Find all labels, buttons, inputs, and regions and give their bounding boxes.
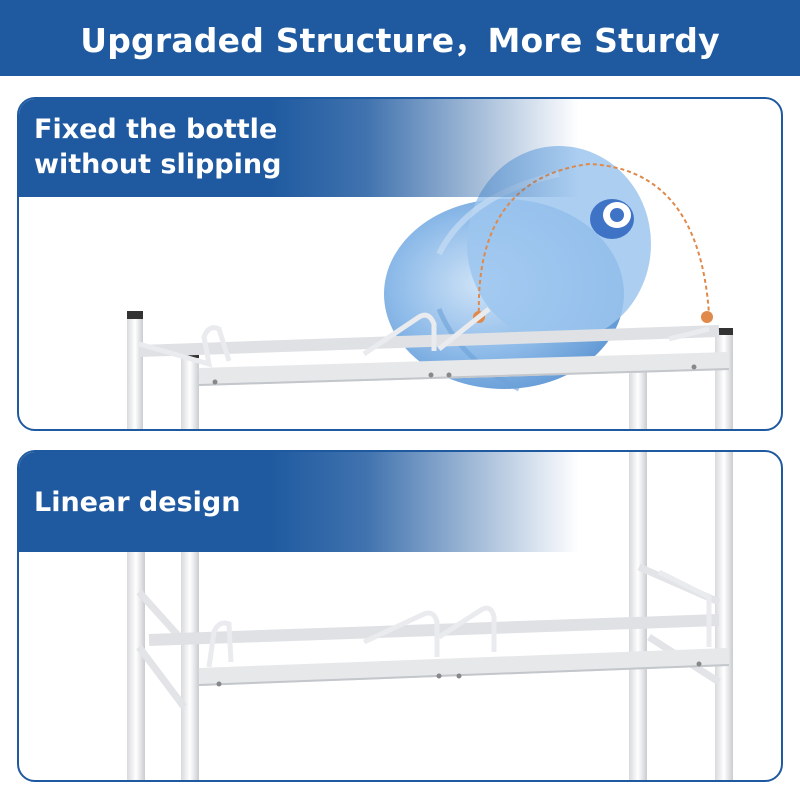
- feature-panel-linear-design: Linear design: [17, 450, 783, 782]
- panel-caption: Linear design: [34, 487, 241, 518]
- feature-panel-fixed-bottle: Fixed the bottle without slipping: [17, 97, 783, 431]
- rack-frame-icon: [127, 307, 733, 429]
- panel-caption: Fixed the bottle without slipping: [34, 114, 282, 180]
- page-title: Upgraded Structure，More Sturdy: [80, 21, 720, 60]
- header-banner: Upgraded Structure，More Sturdy: [0, 0, 800, 76]
- caption-backdrop: [19, 452, 579, 552]
- caption-backdrop: [19, 99, 579, 197]
- bottle-cap-icon: [590, 199, 634, 239]
